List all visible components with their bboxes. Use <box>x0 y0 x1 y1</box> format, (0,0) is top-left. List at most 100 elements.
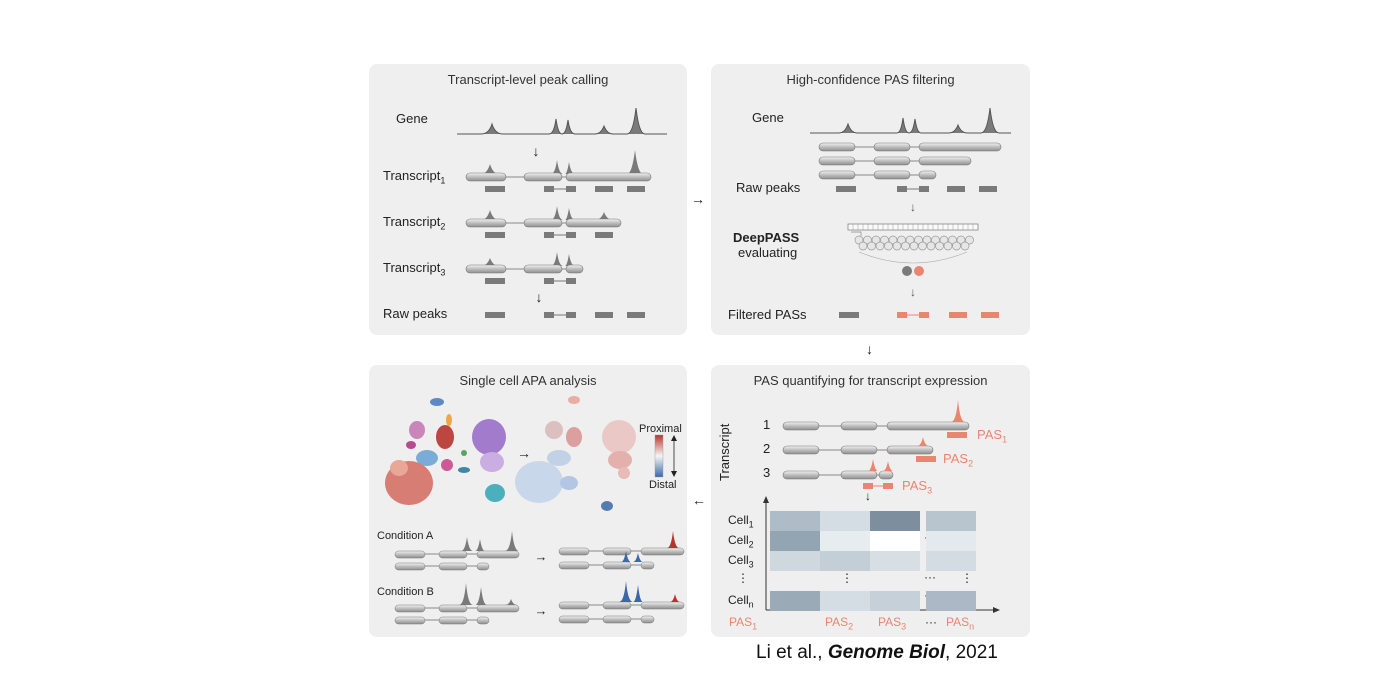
umap-cell-types <box>385 398 506 505</box>
filtered-pas-label: Filtered PASs <box>728 307 807 322</box>
network-node <box>892 241 902 251</box>
deeppass-network-icon <box>847 223 979 276</box>
panel-title: Transcript-level peak calling <box>447 72 609 87</box>
proximal-label: Proximal <box>639 423 682 435</box>
heatmap-cell <box>926 511 976 531</box>
heatmap-cell <box>820 531 870 551</box>
network-node <box>888 235 898 245</box>
network-node <box>909 241 919 251</box>
network-node <box>960 241 970 251</box>
down-arrow: ↓ <box>536 289 543 305</box>
col-label-2: PAS2 <box>825 615 854 632</box>
network-node <box>952 241 961 251</box>
network-node <box>943 241 953 251</box>
transcript-models: ↓ <box>782 400 970 503</box>
left-arrow: ← <box>692 492 706 508</box>
gene-label: Gene <box>396 111 428 126</box>
citation: Li et al., Genome Biol, 2021 <box>756 642 998 664</box>
right-arrow: → <box>691 191 705 207</box>
down-arrow: ↓ <box>910 285 916 299</box>
svg-text:→: → <box>535 549 548 564</box>
transcript-2-model <box>465 206 622 238</box>
citation-year: , 2021 <box>945 642 998 663</box>
panel-title: PAS quantifying for transcript expressio… <box>753 373 988 388</box>
panel-single-cell-apa: Single cell APA analysis Proximal Distal… <box>369 365 687 637</box>
heatmap-cell <box>870 511 920 531</box>
panel-pas-filtering: High-confidence PAS filtering Gene Raw p… <box>711 64 1030 335</box>
svg-text:↓: ↓ <box>865 489 871 503</box>
row-number-2: 2 <box>763 441 771 456</box>
down-arrow: ↓ <box>866 341 873 357</box>
panel-pas-quantifying: PAS quantifying for transcript expressio… <box>711 365 1030 637</box>
heatmap-cell <box>870 591 920 611</box>
heatmap-cell <box>870 531 920 551</box>
transcript-stack <box>818 142 1002 180</box>
panel-transcript-peak-calling: Transcript-level peak calling Gene Trans… <box>369 64 687 335</box>
network-node <box>914 235 923 245</box>
citation-authors: Li et al., <box>756 642 823 663</box>
proximal-distal-colorbar <box>654 434 664 478</box>
network-node <box>871 235 881 245</box>
col-label-1: PAS1 <box>729 615 758 632</box>
quantification-diagram: ↓ <box>763 400 1000 613</box>
network-node <box>965 235 974 245</box>
transcript-1-model <box>465 150 652 192</box>
down-arrow: ↓ <box>533 143 540 159</box>
cell-label-n: Celln <box>728 593 754 610</box>
gene-label: Gene <box>752 110 784 125</box>
network-node <box>854 235 864 245</box>
apa-analysis-diagram: → → <box>385 396 685 625</box>
raw-peaks-label: Raw peaks <box>736 180 801 195</box>
raw-peaks-label: Raw peaks <box>383 306 448 321</box>
col-ellipsis: ··· <box>925 615 937 629</box>
distal-label: Distal <box>649 479 677 491</box>
transcript-label-2: Transcript2 <box>383 214 446 232</box>
gene-coverage-track <box>457 107 667 135</box>
raw-peaks-row <box>485 312 645 318</box>
filtered-pas-row <box>839 312 999 318</box>
heatmap-cell <box>770 531 820 551</box>
row-number-1: 1 <box>763 417 771 432</box>
peak-calling-diagram: ↓ <box>457 107 667 318</box>
heatmap-cell <box>926 551 976 571</box>
heatmap-cell <box>820 511 870 531</box>
network-node <box>931 235 940 245</box>
condition-a-tracks: → <box>394 531 685 571</box>
transcript-label-3: Transcript3 <box>383 260 446 278</box>
pas-label-1: PAS1 <box>977 427 1008 445</box>
pas-label-3: PAS3 <box>902 478 933 496</box>
col-label-3: PAS3 <box>878 615 907 632</box>
svg-text:→: → <box>535 603 548 618</box>
network-node <box>948 235 957 245</box>
matrix-vellipsis-coln: ⋮ <box>961 571 973 585</box>
expression-heatmap <box>770 511 976 611</box>
evaluating-label: evaluating <box>738 245 798 260</box>
network-node <box>875 241 885 251</box>
network-node <box>880 235 889 245</box>
down-arrow: ↓ <box>910 200 916 214</box>
panel-title: Single cell APA analysis <box>459 373 597 388</box>
output-node-negative <box>902 266 912 276</box>
heatmap-cell <box>820 551 870 571</box>
cell-label-1: Cell1 <box>728 513 754 530</box>
gene-coverage-track <box>810 107 1011 134</box>
condition-b-label: Condition B <box>377 586 434 598</box>
cell-label-2: Cell2 <box>728 533 754 550</box>
pas-filtering-diagram: ↓ ↓ <box>810 107 1011 318</box>
network-node <box>858 241 868 251</box>
transcript-label-1: Transcript1 <box>383 168 446 186</box>
heatmap-cell <box>870 551 920 571</box>
raw-peaks-row <box>836 186 997 192</box>
network-node <box>863 235 872 245</box>
condition-a-label: Condition A <box>377 530 434 542</box>
col-label-n: PASn <box>946 615 975 632</box>
transcript-3-model <box>465 252 584 284</box>
network-node <box>939 235 949 245</box>
network-node <box>935 241 944 251</box>
citation-journal: Genome Biol <box>827 642 946 663</box>
panel-title: High-confidence PAS filtering <box>786 72 955 87</box>
matrix-ellipsis-row4: ··· <box>924 570 936 584</box>
heatmap-cell <box>926 591 976 611</box>
network-node <box>918 241 927 251</box>
heatmap-cell <box>926 531 976 551</box>
